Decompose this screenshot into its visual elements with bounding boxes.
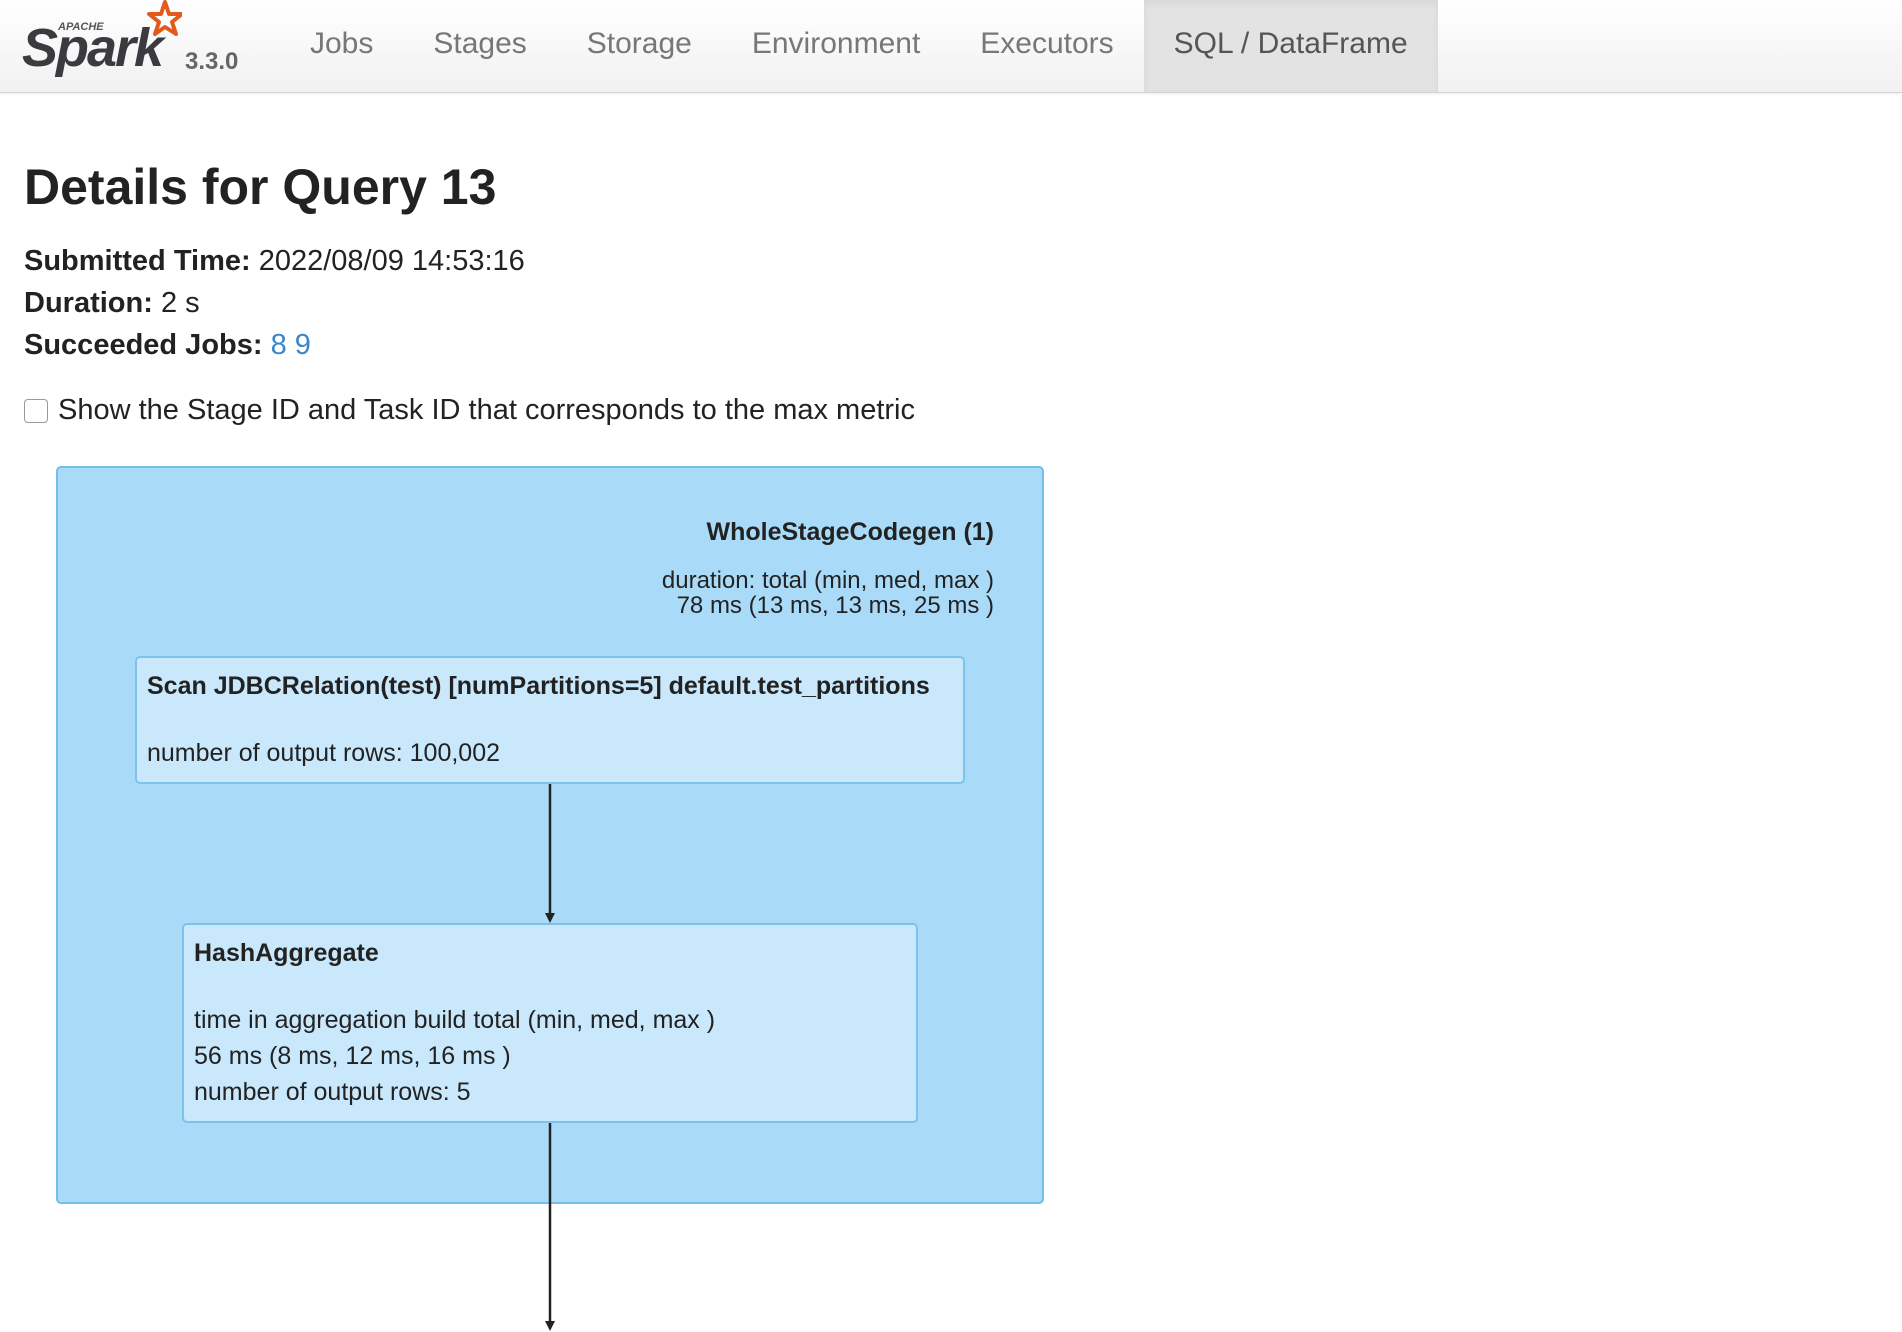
job-link-8[interactable]: 8 — [270, 329, 287, 361]
succeeded-jobs-label: Succeeded Jobs: — [24, 329, 263, 361]
page-title: Details for Query 13 — [24, 159, 497, 215]
apache-label: APACHE — [57, 21, 104, 33]
agg-node-title: HashAggregate — [194, 939, 379, 967]
scan-output-rows: number of output rows: 100,002 — [147, 739, 501, 767]
spark-star-icon — [147, 0, 182, 36]
hash-aggregate-node[interactable]: HashAggregate time in aggregation build … — [182, 923, 918, 1123]
max-metric-checkbox[interactable] — [24, 398, 48, 423]
top-navbar: APACHE Spark 3.3.0 Jobs Stages Storage E… — [0, 0, 1902, 93]
spark-logo-icon: APACHE Spark — [22, 0, 182, 78]
max-metric-checkbox-label[interactable]: Show the Stage ID and Task ID that corre… — [58, 394, 916, 426]
scan-node-title: Scan JDBCRelation(test) [numPartitions=5… — [147, 672, 930, 700]
tab-sql-dataframe[interactable]: SQL / DataFrame — [1143, 0, 1438, 92]
query-summary: Submitted Time: 2022/08/09 14:53:16 Dura… — [24, 240, 525, 366]
agg-time-header: time in aggregation build total (min, me… — [194, 1006, 716, 1034]
spark-wordmark: Spark — [22, 18, 167, 78]
duration-row: Duration: 2 s — [24, 282, 525, 324]
nav-tabs: Jobs Stages Storage Environment Executor… — [280, 0, 1438, 92]
submitted-time-value: 2022/08/09 14:53:16 — [258, 245, 525, 277]
tab-jobs[interactable]: Jobs — [310, 27, 374, 60]
tab-executors[interactable]: Executors — [980, 27, 1114, 60]
scan-node-metrics: number of output rows: 100,002 — [147, 735, 953, 771]
max-metric-option: Show the Stage ID and Task ID that corre… — [24, 394, 915, 427]
agg-time-value: 56 ms (8 ms, 12 ms, 16 ms ) — [194, 1042, 511, 1070]
submitted-time-row: Submitted Time: 2022/08/09 14:53:16 — [24, 240, 525, 282]
submitted-time-label: Submitted Time: — [24, 245, 251, 277]
spark-version: 3.3.0 — [185, 48, 239, 75]
tab-storage[interactable]: Storage — [586, 27, 692, 60]
cluster-duration-metric: duration: total (min, med, max ) 78 ms (… — [662, 568, 994, 618]
scan-jdbc-node[interactable]: Scan JDBCRelation(test) [numPartitions=5… — [135, 656, 965, 784]
agg-output-rows: number of output rows: 5 — [194, 1078, 471, 1106]
cluster-metric-header: duration: total (min, med, max ) — [661, 567, 994, 594]
spark-logo[interactable]: APACHE Spark 3.3.0 — [22, 0, 252, 92]
agg-node-metrics: time in aggregation build total (min, me… — [194, 1002, 906, 1110]
tab-stages[interactable]: Stages — [433, 27, 527, 60]
duration-value: 2 s — [160, 287, 200, 319]
succeeded-jobs-row: Succeeded Jobs: 8 9 — [24, 324, 525, 366]
job-link-9[interactable]: 9 — [294, 329, 311, 361]
cluster-title: WholeStageCodegen (1) — [706, 518, 994, 546]
tab-environment[interactable]: Environment — [751, 27, 921, 60]
duration-label: Duration: — [24, 287, 153, 319]
cluster-metric-value: 78 ms (13 ms, 13 ms, 25 ms ) — [676, 592, 994, 619]
